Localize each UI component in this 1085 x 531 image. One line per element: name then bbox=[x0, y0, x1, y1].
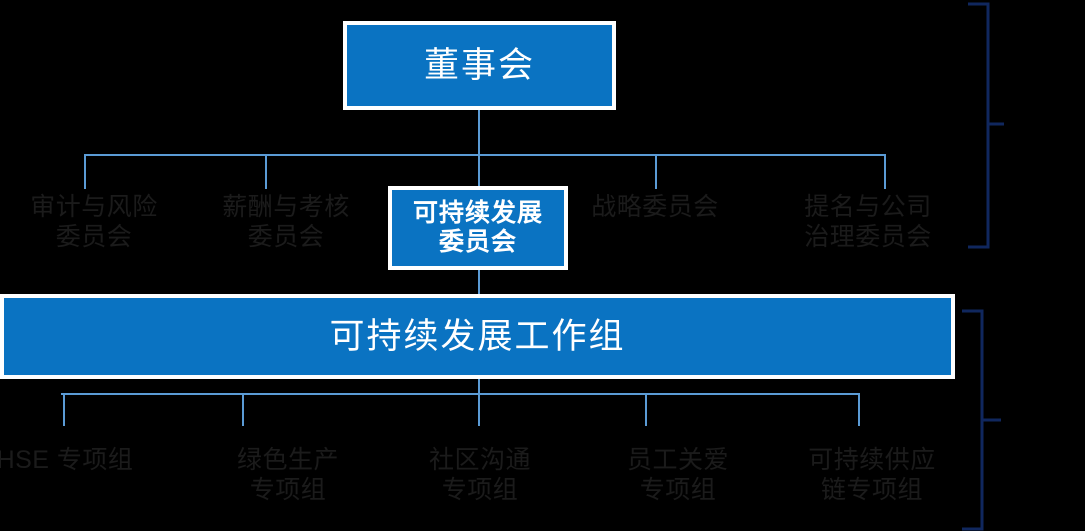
connector-bus-level4 bbox=[61, 393, 860, 395]
connector-drop-supply bbox=[858, 393, 860, 426]
node-sustainability-committee-highlighted[interactable]: 可持续发展 委员会 bbox=[388, 186, 568, 270]
connector-drop-nomination bbox=[884, 154, 886, 189]
node-community-communication-special-group[interactable]: 社区沟通 专项组 bbox=[428, 446, 531, 504]
node-nomination-governance-committee[interactable]: 提名与公司 治理委员会 bbox=[804, 193, 932, 251]
connector-bus-level2 bbox=[84, 154, 885, 156]
node-compensation-assessment-committee[interactable]: 薪酬与考核 委员会 bbox=[222, 193, 350, 251]
node-hse-special-group[interactable]: HSE 专项组 bbox=[0, 446, 134, 474]
node-audit-risk-committee[interactable]: 审计与风险 委员会 bbox=[30, 193, 158, 251]
node-board-of-directors[interactable]: 董事会 bbox=[343, 21, 616, 110]
node-green-production-special-group[interactable]: 绿色生产 专项组 bbox=[236, 446, 339, 504]
node-strategy-committee[interactable]: 战略委员会 bbox=[591, 193, 719, 221]
connector-board-down bbox=[478, 110, 480, 156]
connector-committee-to-workgroup bbox=[478, 270, 480, 296]
connector-drop-compensation bbox=[265, 154, 267, 189]
connector-drop-hse bbox=[63, 393, 65, 426]
connector-drop-sustainability bbox=[478, 154, 480, 187]
node-sustainable-supply-chain-special-group[interactable]: 可持续供应 链专项组 bbox=[808, 446, 936, 504]
bracket-governance-upper bbox=[968, 2, 1004, 249]
connector-drop-community bbox=[478, 393, 480, 426]
connector-drop-audit bbox=[84, 154, 86, 189]
node-employee-care-special-group[interactable]: 员工关爱 专项组 bbox=[626, 446, 729, 504]
node-sustainability-working-group[interactable]: 可持续发展工作组 bbox=[0, 294, 955, 379]
bracket-execution-lower bbox=[962, 309, 1001, 531]
connector-drop-strategy bbox=[655, 154, 657, 189]
connector-workgroup-down bbox=[478, 379, 480, 395]
connector-drop-employee bbox=[645, 393, 647, 426]
connector-drop-green bbox=[242, 393, 244, 426]
